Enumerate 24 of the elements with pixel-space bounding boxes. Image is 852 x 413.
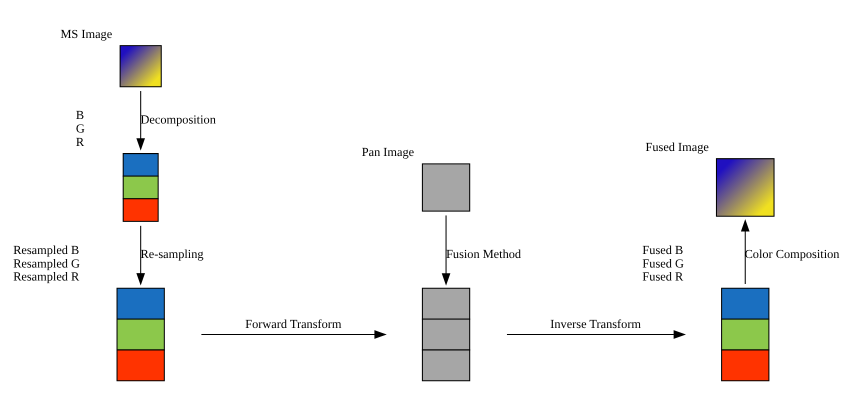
- arrow: [740, 219, 750, 284]
- node-label: B: [76, 108, 84, 122]
- node-label: Fused G: [642, 256, 684, 270]
- arrow: [136, 226, 145, 286]
- node-label: Pan Image: [362, 145, 414, 160]
- edge-label: Re-sampling: [140, 247, 204, 262]
- edge-label: Color Composition: [744, 247, 840, 262]
- edge-label: Fusion Method: [446, 247, 522, 262]
- node-label: Fused B: [642, 242, 684, 257]
- node-label: Resampled R: [13, 270, 80, 284]
- node-label: Resampled G: [13, 256, 80, 270]
- edge-label: Inverse Transform: [550, 316, 642, 331]
- node-label: MS Image: [60, 26, 112, 41]
- node-label: R: [76, 134, 84, 149]
- arrow: [506, 330, 686, 339]
- edge-label: Forward Transform: [245, 316, 342, 331]
- node-label: Fused Image: [646, 140, 709, 154]
- arrow: [442, 215, 450, 286]
- node-label: Resampled B: [13, 242, 80, 257]
- node-label: Fused R: [642, 270, 684, 284]
- node-label: G: [76, 122, 85, 136]
- arrow: [136, 91, 145, 151]
- edge-label: Decomposition: [140, 112, 216, 126]
- arrow: [201, 330, 387, 339]
